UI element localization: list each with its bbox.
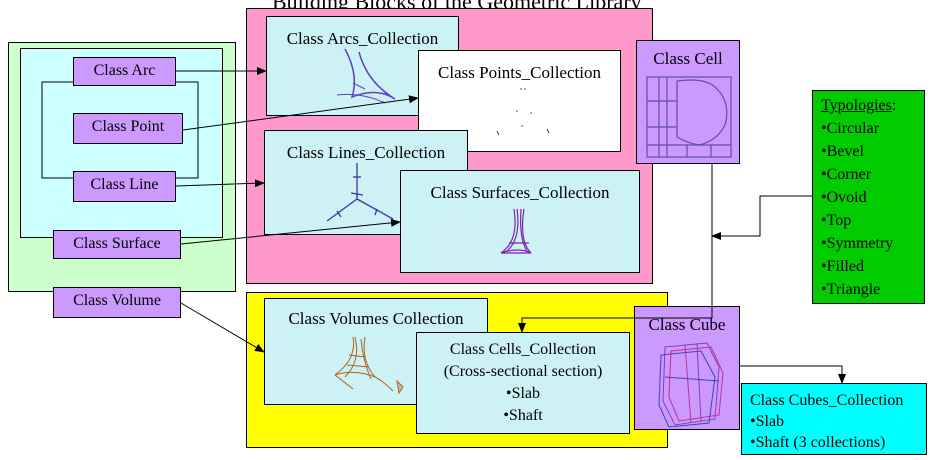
- typology-item: •Circular: [821, 120, 880, 137]
- surfaces-collection: Class Surfaces_Collection: [400, 170, 640, 273]
- surfaces-figure: [500, 208, 532, 254]
- class-volume: Class Volume: [53, 287, 181, 318]
- arcs-collection-title: Class Arcs_Collection: [286, 29, 439, 48]
- arrow-point-to-points: [182, 95, 419, 131]
- cubes-collection-item: •Slab: [750, 413, 785, 430]
- volumes-collection-title: Class Volumes Collection: [288, 309, 464, 328]
- typology-item: •Filled: [821, 258, 864, 275]
- typology-item: •Top: [821, 212, 852, 229]
- typology-item: •Corner: [821, 166, 872, 183]
- typology-item: •Triangle: [821, 281, 881, 298]
- points-collection-title: Class Points_Collection: [438, 63, 601, 82]
- class-arc: Class Arc: [73, 57, 176, 86]
- cells-collection-item: •Shaft: [503, 407, 543, 424]
- surfaces-collection-title: Class Surfaces_Collection: [430, 183, 610, 202]
- cubes-collection: Class Cubes_Collection •Slab •Shaft (3 c…: [741, 383, 927, 455]
- cubes-collection-item: •Shaft (3 collections): [750, 434, 886, 451]
- arrow-volume-to-volumes: [180, 302, 265, 353]
- class-cube: Class Cube: [648, 315, 726, 334]
- cells-collection: Class Cells_Collection (Cross-sectional …: [416, 332, 630, 434]
- cells-collection-subtitle: (Cross-sectional section): [443, 363, 603, 380]
- cube-figure: [658, 342, 724, 428]
- class-cell: Class Cell: [653, 49, 723, 68]
- typology-item: •Ovoid: [821, 189, 867, 206]
- lines-figure: [326, 163, 394, 222]
- arrow-line-to-lines: [175, 179, 265, 188]
- lines-collection-title: Class Lines_Collection: [286, 143, 446, 162]
- typologies-heading: Typologies:: [821, 97, 897, 114]
- arrow-cell-to-cells: [518, 164, 713, 333]
- typology-item: •Bevel: [821, 143, 864, 160]
- class-line: Class Line: [73, 171, 176, 202]
- cells-collection-title: Class Cells_Collection: [449, 341, 597, 358]
- class-surface: Class Surface: [53, 230, 181, 259]
- class-point: Class Point: [73, 113, 183, 144]
- cube-box: Class Cube: [634, 306, 740, 430]
- cells-collection-item: •Slab: [505, 385, 541, 402]
- arrow-cube-to-cubes: [740, 365, 846, 384]
- volumes-figure: [334, 336, 404, 395]
- cell-figure: [646, 76, 732, 158]
- cubes-collection-title: Class Cubes_Collection: [750, 392, 904, 409]
- typology-item: •Symmetry: [821, 235, 894, 252]
- points-figure: [496, 88, 550, 136]
- arrow-typologies-to-cell: [711, 195, 812, 240]
- arrow-surface-to-surfaces: [180, 218, 401, 245]
- arcs-figure: [336, 48, 396, 104]
- typologies-box: Typologies: •Circular •Bevel •Corner •Ov…: [812, 90, 925, 304]
- cell-box: Class Cell: [636, 40, 740, 164]
